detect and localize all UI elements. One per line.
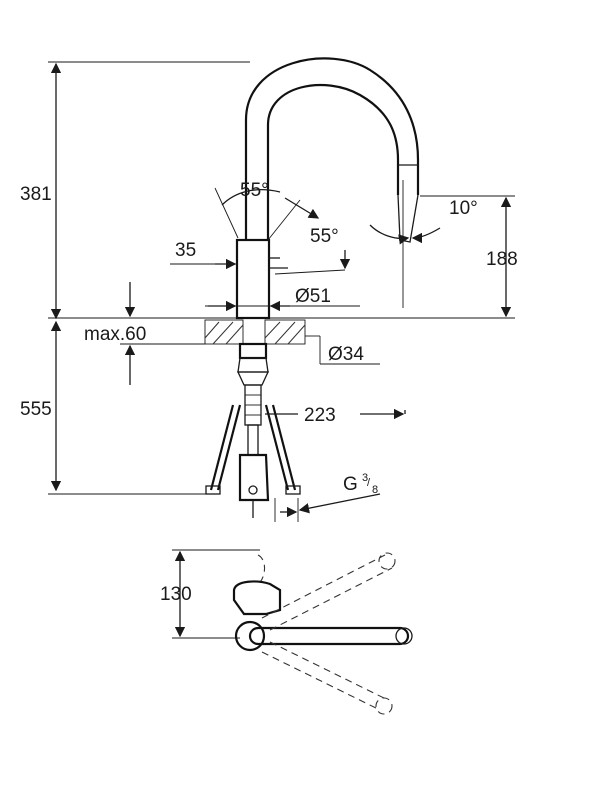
- lever-angle-right-label: 55°: [310, 226, 339, 247]
- plan-spout-swivel: [261, 552, 396, 715]
- body-diameter-dimension: Ø51: [205, 286, 360, 312]
- spout-height-label: 188: [486, 249, 518, 270]
- thread-fraction-slash: /: [367, 477, 371, 489]
- below-deck-length-label: 555: [20, 399, 52, 420]
- plan-spout: [248, 626, 413, 646]
- spray-tilt-label: 10°: [449, 198, 478, 219]
- total-height-label: 381: [20, 184, 52, 205]
- spout-height-dimension: 188: [486, 196, 518, 318]
- left-dimension-lines: [48, 61, 250, 495]
- thread-denominator: 8: [372, 484, 378, 496]
- side-view: 10° 188 55° 55° 35: [20, 57, 518, 522]
- lever-angle-left-label: 55°: [240, 180, 269, 201]
- plan-view: 130: [160, 549, 413, 715]
- spout: [244, 57, 420, 243]
- hole-diameter-label: Ø34: [328, 344, 364, 365]
- shank-assembly: [236, 342, 270, 518]
- plan-offset-label: 130: [160, 584, 192, 605]
- max-deck-dimension: max.60: [84, 282, 205, 385]
- lever-offset-label: 35: [175, 240, 196, 261]
- faucet-body: [235, 238, 288, 320]
- lever-angle-dimensions: 55° 55°: [214, 180, 351, 275]
- reach-label: 223: [304, 405, 336, 426]
- plan-body: [232, 580, 282, 652]
- thread-numerator: 3: [362, 472, 368, 484]
- spray-tilt-dimension: 10°: [369, 195, 515, 245]
- supply-hoses: [205, 404, 301, 495]
- counter-section: [204, 319, 306, 345]
- reach-dimension: 223: [265, 405, 406, 426]
- lever-offset-dimension: 35: [170, 240, 237, 270]
- thread-dimension: G 3 / 8: [274, 472, 381, 522]
- body-diameter-label: Ø51: [295, 286, 331, 307]
- hole-diameter-dimension: Ø34: [305, 335, 380, 365]
- max-deck-label: max.60: [84, 324, 146, 345]
- thread-label: G: [343, 474, 358, 495]
